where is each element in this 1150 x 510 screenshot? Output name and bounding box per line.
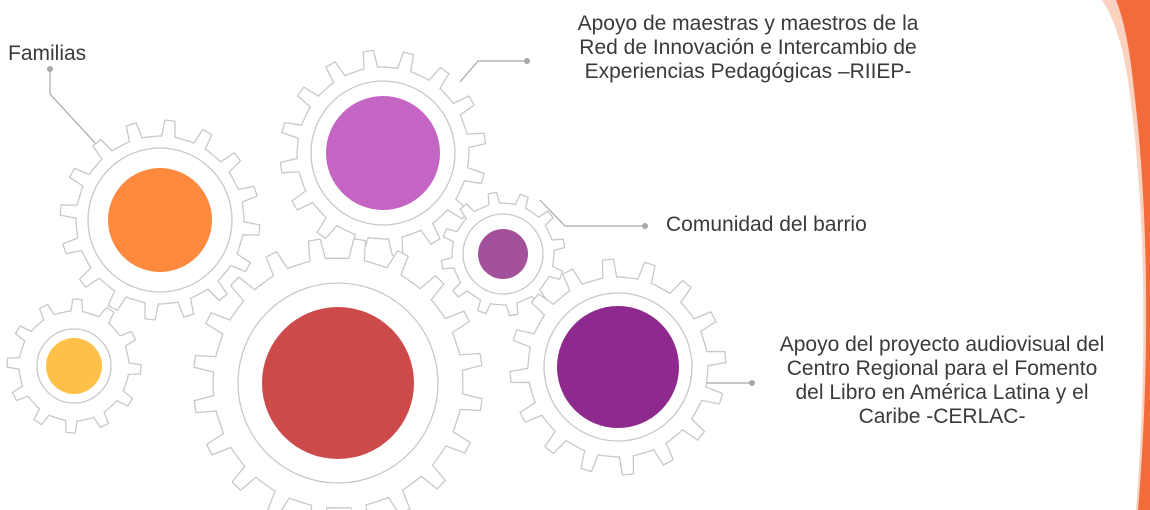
- connector-comunidad: [539, 199, 645, 227]
- gear-large-red: [193, 238, 483, 510]
- gear-ring: [87, 147, 233, 293]
- connector-dot-riiep: [524, 58, 530, 64]
- connector-dot-cerlac: [749, 380, 755, 386]
- gear-riiep: [279, 49, 487, 257]
- gear-ring: [36, 328, 112, 404]
- gear-ring: [462, 213, 544, 295]
- gear-core: [108, 168, 212, 272]
- gear-familias: [59, 119, 261, 321]
- gear-core: [557, 306, 679, 428]
- label-comunidad: Comunidad del barrio: [666, 213, 867, 236]
- label-riiep-line: Apoyo de maestras y maestros de la: [577, 12, 919, 35]
- label-familias: Familias: [8, 42, 87, 65]
- gear-ring: [543, 292, 693, 442]
- gear-core: [478, 229, 528, 279]
- gear-core: [326, 96, 440, 210]
- gear-core: [46, 338, 102, 394]
- gear-ring: [237, 282, 439, 484]
- connector-dot-comunidad: [642, 223, 648, 229]
- label-cerlac: Apoyo del proyecto audiovisual del Centr…: [742, 333, 1142, 429]
- connector-dots: [47, 58, 755, 386]
- label-cerlac-line: del Libro en América Latina y el: [795, 381, 1089, 404]
- label-cerlac-line: Apoyo del proyecto audiovisual del: [779, 333, 1105, 356]
- gear-cerlac: [509, 258, 727, 476]
- gear-comunidad: [440, 191, 566, 317]
- connector-dot-familias: [47, 66, 53, 72]
- gear-core: [262, 307, 414, 459]
- label-riiep-line: Experiencias Pedagógicas –RIIEP-: [584, 60, 912, 83]
- label-riiep: Apoyo de maestras y maestros de la Red d…: [528, 12, 968, 84]
- connector-riiep: [459, 60, 527, 83]
- gear-small-yellow: [6, 298, 142, 434]
- gear-ring: [310, 80, 456, 226]
- label-cerlac-line: Centro Regional para el Fomento: [786, 357, 1098, 380]
- accent-swoosh: [1102, 0, 1150, 510]
- label-cerlac-line: Caribe -CERLAC-: [858, 405, 1026, 428]
- label-riiep-line: Red de Innovación e Intercambio de: [579, 36, 917, 59]
